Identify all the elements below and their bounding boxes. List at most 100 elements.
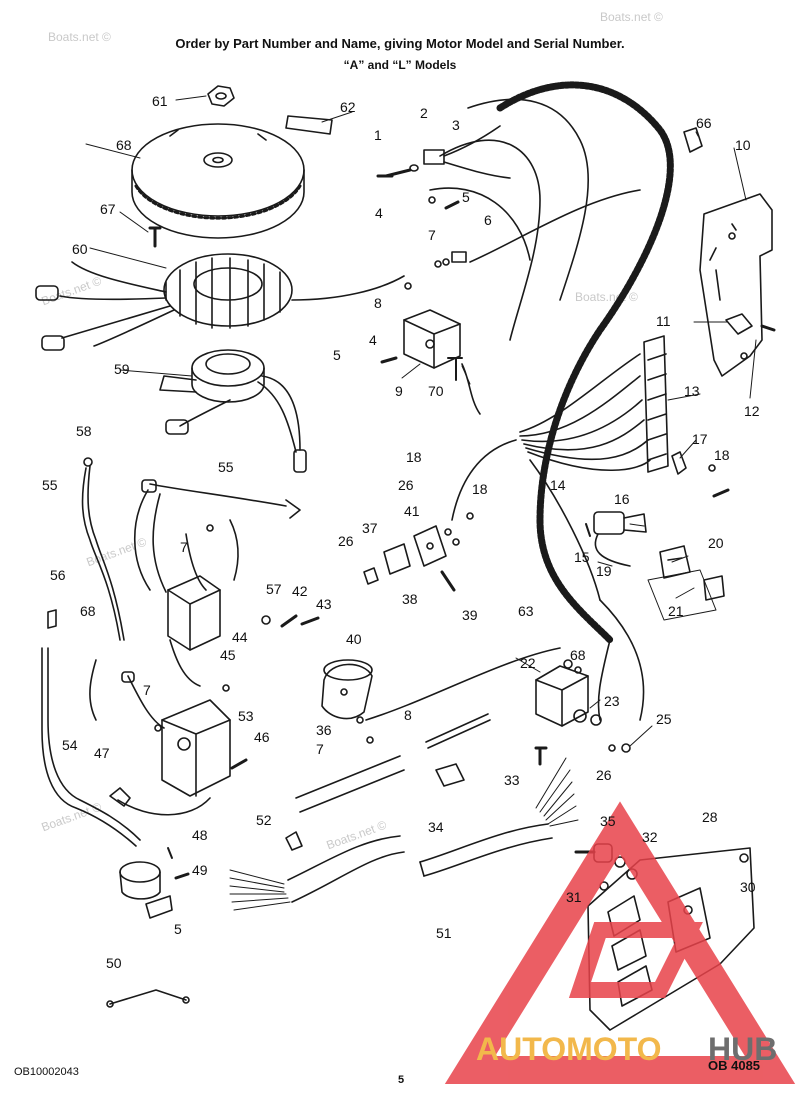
- callout-number: 16: [614, 491, 630, 507]
- callout-number: 25: [656, 711, 672, 727]
- callout-number: 7: [428, 227, 436, 243]
- battery-cable: [295, 755, 405, 813]
- callout-number: 18: [714, 447, 730, 463]
- callout-number: 7: [143, 682, 151, 698]
- callout-number: 58: [76, 423, 92, 439]
- callout-number: 6: [484, 212, 492, 228]
- logo-text-b: HUB: [708, 1031, 777, 1067]
- callout-number: 32: [642, 829, 658, 845]
- temperature-switch: [119, 861, 173, 919]
- callout-number: 41: [404, 503, 420, 519]
- callout-number: 10: [735, 137, 751, 153]
- callout-number: 51: [436, 925, 452, 941]
- screw-part: [376, 168, 412, 178]
- callout-number: 18: [406, 449, 422, 465]
- callout-number: 56: [50, 567, 66, 583]
- rectifier-part: [403, 309, 461, 369]
- sensor-part: [159, 349, 307, 473]
- callout-number: 8: [404, 707, 412, 723]
- callout-number: 67: [100, 201, 116, 217]
- order-instruction: Order by Part Number and Name, giving Mo…: [175, 36, 625, 51]
- callout-number: 3: [452, 117, 460, 133]
- callout-number: 2: [420, 105, 428, 121]
- connector-part: [451, 251, 467, 263]
- callout-number: 35: [600, 813, 616, 829]
- plate-part: [703, 575, 725, 601]
- flywheel-part: [131, 123, 305, 239]
- clip-part: [683, 127, 703, 153]
- callout-number: 57: [266, 581, 282, 597]
- callout-number: 1: [374, 127, 382, 143]
- ignition-coil: [167, 575, 221, 651]
- callout-number: 5: [174, 921, 182, 937]
- callout-number: 50: [106, 955, 122, 971]
- callout-number: 68: [116, 137, 132, 153]
- watermark: Boats.net ©: [48, 30, 111, 44]
- callout-number: 23: [604, 693, 620, 709]
- callout-number: 7: [316, 741, 324, 757]
- stator-part: [35, 253, 405, 351]
- callout-number: 21: [668, 603, 684, 619]
- callout-number: 12: [744, 403, 760, 419]
- callout-number: 34: [428, 819, 444, 835]
- terminal-block: [423, 149, 445, 165]
- callout-number: 53: [238, 708, 254, 724]
- callout-number: 26: [338, 533, 354, 549]
- callout-number: 14: [550, 477, 566, 493]
- logo-mark: [444, 801, 796, 1084]
- callout-number: 15: [574, 549, 590, 565]
- relay-part: [413, 525, 447, 567]
- callout-number: 8: [374, 295, 382, 311]
- capacitor-part: [321, 659, 373, 720]
- watermark: Boats.net ©: [600, 10, 663, 24]
- callout-number: 9: [395, 383, 403, 399]
- washer-part: [428, 196, 436, 204]
- callout-number: 54: [62, 737, 78, 753]
- callout-number: 43: [316, 596, 332, 612]
- bolt-part: [148, 226, 162, 248]
- callout-number: 55: [218, 459, 234, 475]
- main-cable: [287, 835, 405, 903]
- callout-number: 40: [346, 631, 362, 647]
- main-cable: [419, 823, 553, 877]
- callout-number: 49: [192, 862, 208, 878]
- callout-number: 44: [232, 629, 248, 645]
- callout-number: 60: [72, 241, 88, 257]
- callout-number: 46: [254, 729, 270, 745]
- callout-number: 4: [375, 205, 383, 221]
- callout-number: 37: [362, 520, 378, 536]
- figure-code: OB 4085: [708, 1058, 761, 1073]
- battery-cable: [425, 713, 491, 749]
- wire-harness: [429, 81, 674, 721]
- terminal-part: [671, 451, 687, 475]
- insulator-strip: [285, 115, 333, 135]
- key-switch: [593, 511, 647, 567]
- callout-number: 52: [256, 812, 272, 828]
- callout-number: 66: [696, 115, 712, 131]
- terminal-strip: [643, 335, 669, 473]
- callout-number: 22: [520, 655, 536, 671]
- callout-number: 59: [114, 361, 130, 377]
- document-code: OB10002043: [14, 1066, 79, 1078]
- callout-number: 7: [180, 539, 188, 555]
- callout-number: 70: [428, 383, 444, 399]
- callout-number: 63: [518, 603, 534, 619]
- callout-number: 13: [684, 383, 700, 399]
- callout-number: 68: [570, 647, 586, 663]
- callout-number: 26: [398, 477, 414, 493]
- callout-number: 20: [708, 535, 724, 551]
- callout-number: 33: [504, 772, 520, 788]
- callout-number: 19: [596, 563, 612, 579]
- callout-number: 55: [42, 477, 58, 493]
- nut-part: [207, 85, 235, 107]
- cable-clip: [435, 763, 465, 787]
- callout-number: 5: [462, 189, 470, 205]
- callout-number: 28: [702, 809, 718, 825]
- logo-text-a: AUTOMOTO: [476, 1031, 661, 1067]
- callout-number: 61: [152, 93, 168, 109]
- callout-number: 45: [220, 647, 236, 663]
- callout-number: 4: [369, 332, 377, 348]
